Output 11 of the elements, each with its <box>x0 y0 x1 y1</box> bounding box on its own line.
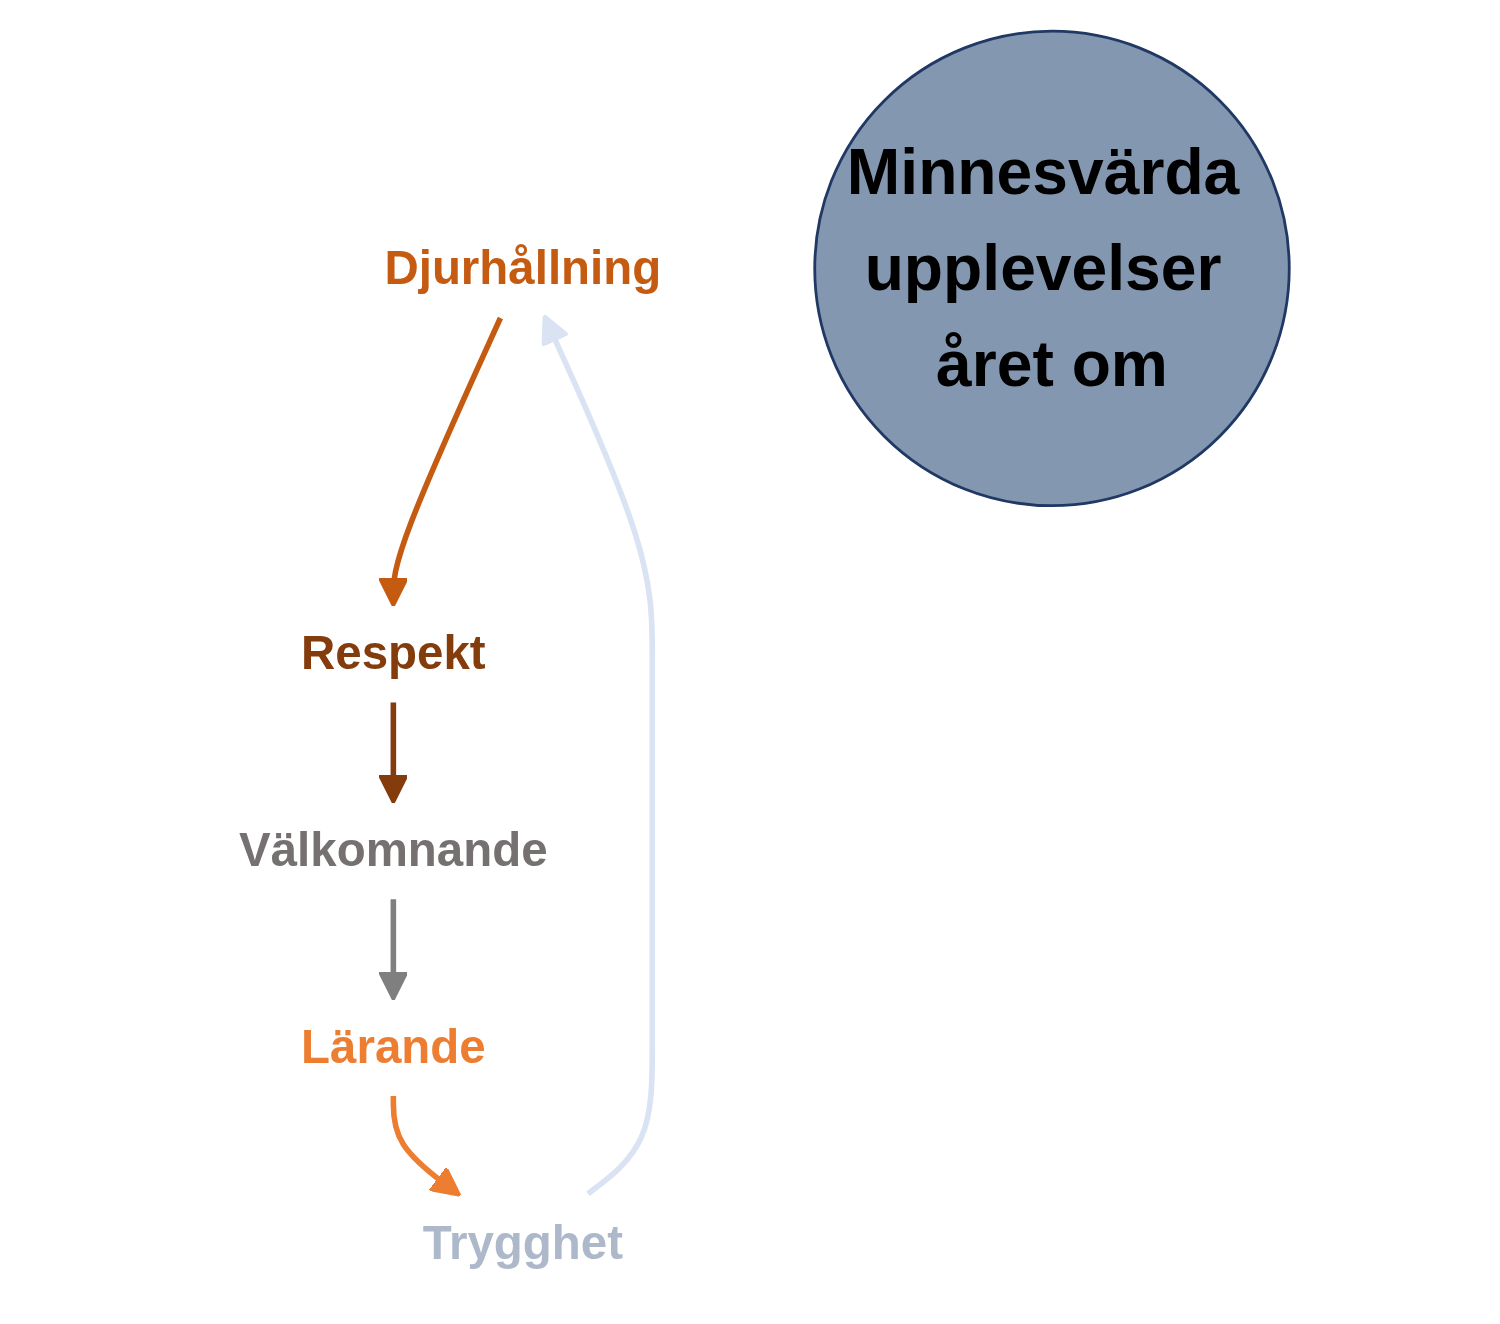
node-label: Respekt <box>300 625 486 679</box>
arrow <box>541 314 655 1196</box>
circle-node: Minnesvärda upplevelser året om <box>813 29 1291 508</box>
arrow <box>377 899 409 1002</box>
node-label: Djurhållning <box>384 241 661 295</box>
arrow <box>390 1096 462 1197</box>
node-label: Trygghet <box>422 1216 623 1270</box>
node-label: Välkomnande <box>238 822 548 876</box>
arrow <box>377 702 409 805</box>
node-label: Lärande <box>300 1019 486 1073</box>
arrow <box>377 316 503 608</box>
